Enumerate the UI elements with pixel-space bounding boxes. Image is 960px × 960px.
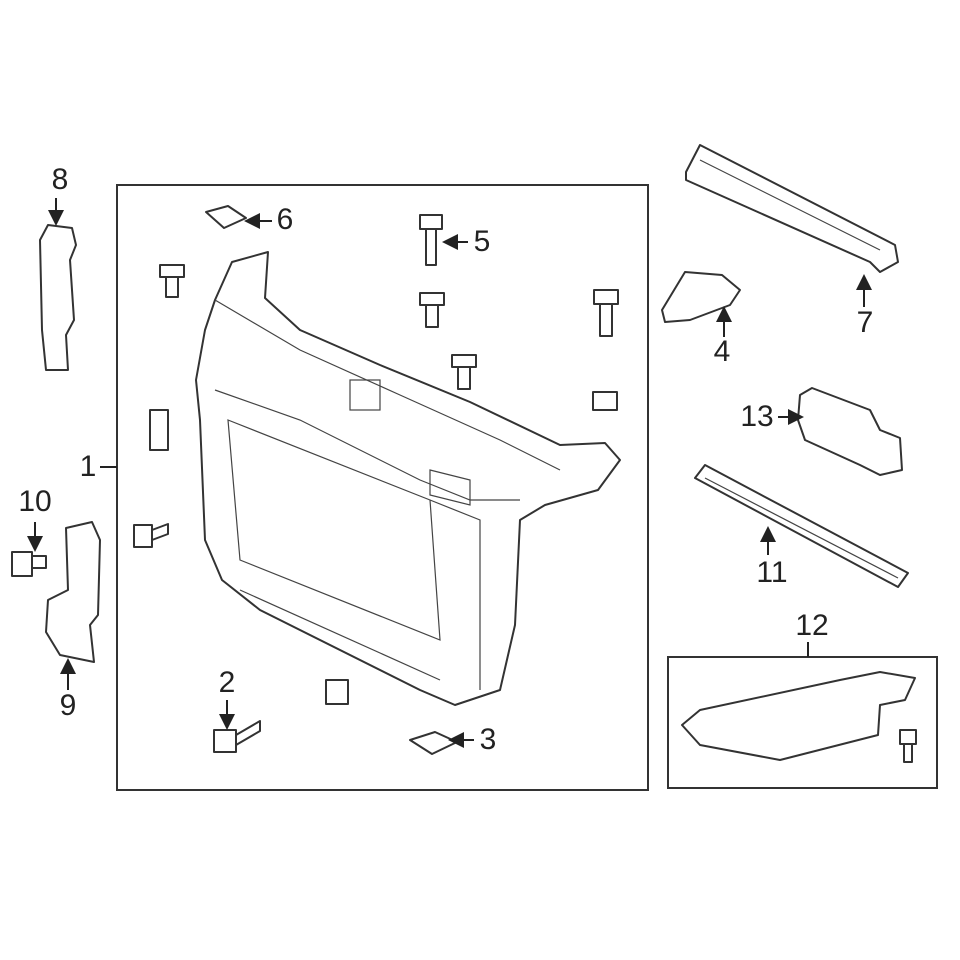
seal-11-part <box>694 464 909 588</box>
leader-lines <box>27 198 872 748</box>
sensor-13-part <box>797 387 903 476</box>
deflector-assembly-box <box>667 656 938 789</box>
callout-7: 7 <box>856 306 874 339</box>
bracket-4-part <box>661 271 741 323</box>
bracket-8-part <box>39 224 77 371</box>
deflector-12-part <box>681 671 916 761</box>
callout-3: 3 <box>479 723 497 756</box>
callout-12: 12 <box>795 609 829 642</box>
callout-9: 9 <box>59 689 77 722</box>
bracket-9-part <box>45 521 101 663</box>
callout-6: 6 <box>276 203 294 236</box>
callout-8: 8 <box>51 163 69 196</box>
callout-11: 11 <box>756 556 788 589</box>
clip-10-part <box>11 551 47 577</box>
reinforcement-7-part <box>685 144 899 273</box>
main-assembly-box <box>116 184 649 791</box>
callout-4: 4 <box>713 335 731 368</box>
callout-1: 1 <box>79 450 97 483</box>
radiator-support-part <box>195 251 621 706</box>
callout-13: 13 <box>740 400 774 433</box>
bolt-part <box>159 264 185 298</box>
callout-10: 10 <box>18 485 52 518</box>
callout-2: 2 <box>218 666 236 699</box>
fasteners <box>133 205 619 755</box>
callout-5: 5 <box>473 225 491 258</box>
